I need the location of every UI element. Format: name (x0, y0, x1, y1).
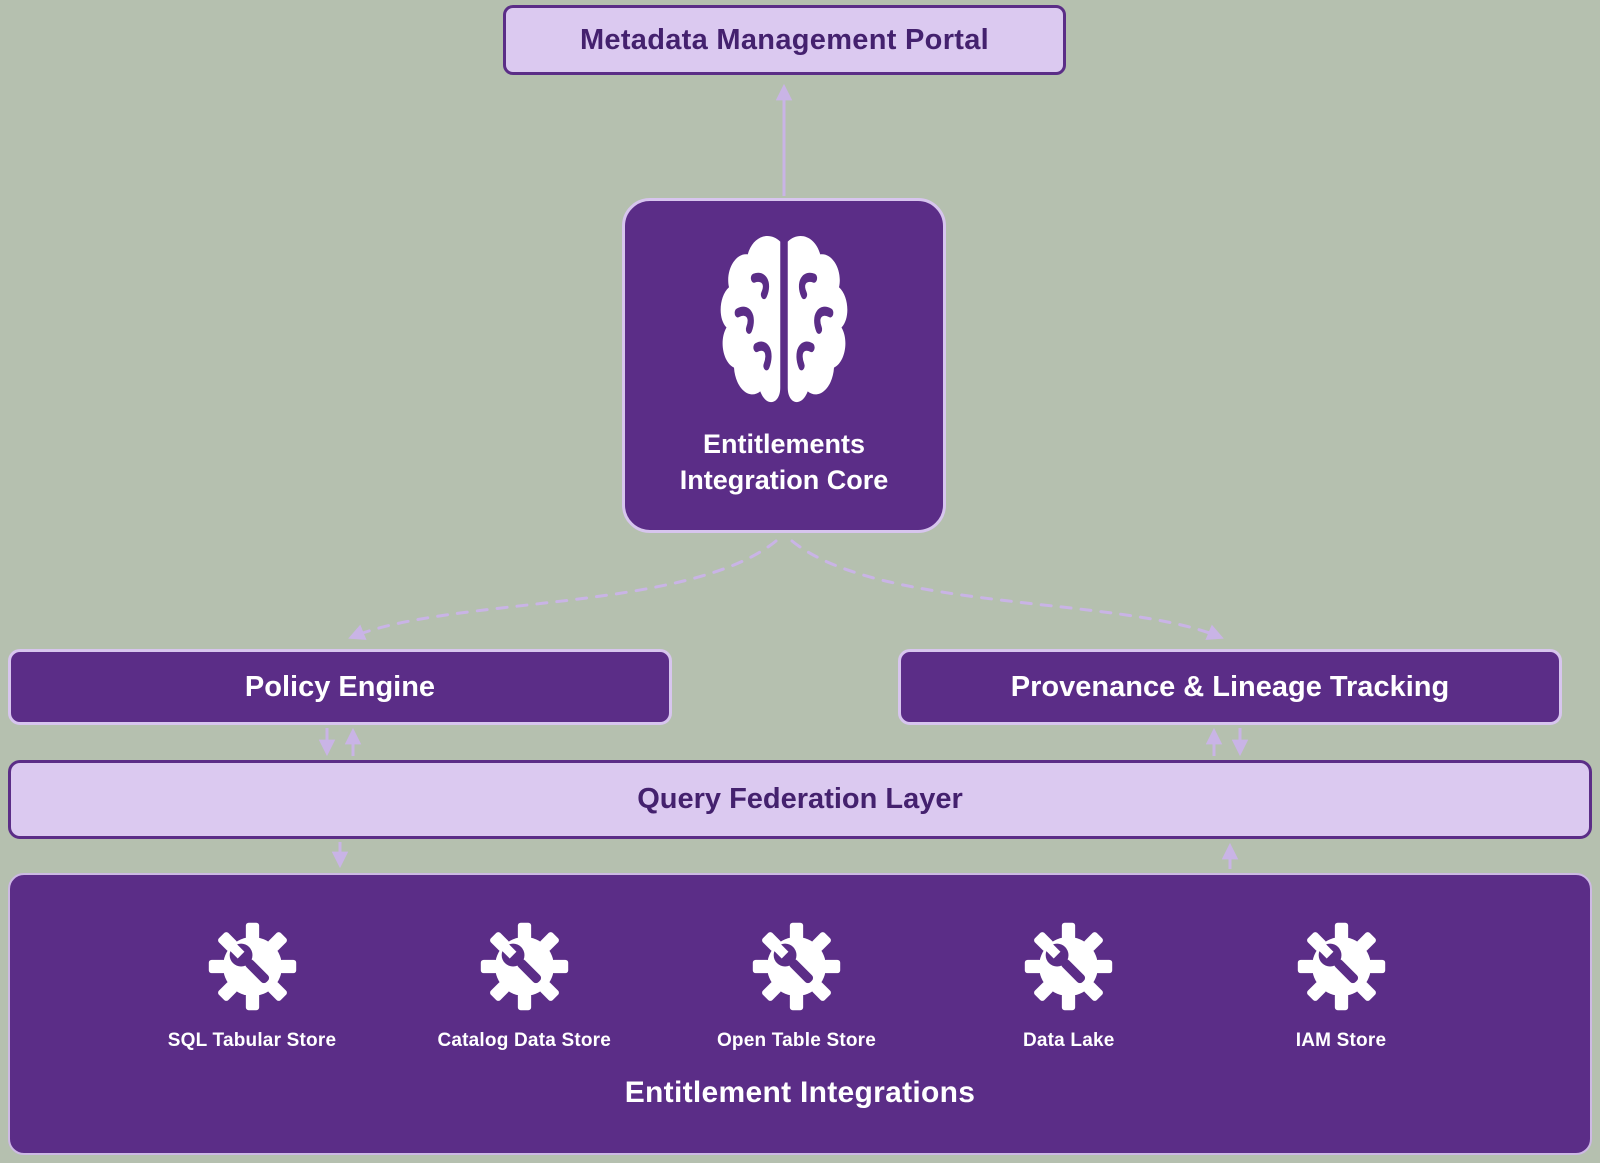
brain-icon (720, 235, 848, 403)
core-label: Entitlements Integration Core (680, 427, 889, 498)
provenance-label: Provenance & Lineage Tracking (1010, 670, 1450, 703)
entitlement-integrations-node: SQL Tabular Store (8, 873, 1592, 1155)
core-label-line1: Entitlements (702, 429, 865, 459)
gear-wrench-icon (752, 922, 841, 1011)
integration-items-row: SQL Tabular Store (10, 919, 1590, 1052)
integration-item-label: Catalog Data Store (437, 1030, 612, 1051)
gear-wrench-icon (208, 922, 296, 1011)
query-federation-layer-node: Query Federation Layer (8, 760, 1592, 839)
policy-engine-label: Policy Engine (244, 670, 436, 703)
gear-wrench-icon (1025, 922, 1113, 1011)
integration-item-open-table-store: Open Table Store (697, 919, 897, 1052)
arrow-core-to-provenance-dashed (790, 539, 1224, 640)
integration-item-label: Data Lake (1022, 1030, 1115, 1051)
metadata-management-portal-node: Metadata Management Portal (503, 5, 1066, 75)
integration-item-label: IAM Store (1295, 1030, 1387, 1051)
integration-item-data-lake: Data Lake (969, 919, 1169, 1052)
policy-engine-node: Policy Engine (8, 649, 672, 725)
integration-item-catalog-data-store: Catalog Data Store (424, 919, 624, 1052)
integration-item-label: SQL Tabular Store (167, 1030, 337, 1051)
gear-wrench-icon (480, 922, 568, 1011)
core-label-line2: Integration Core (679, 464, 889, 495)
query-federation-label: Query Federation Layer (637, 783, 963, 815)
entitlement-integrations-title: Entitlement Integrations (624, 1076, 976, 1109)
entitlements-integration-core-node: Entitlements Integration Core (622, 198, 946, 533)
portal-label: Metadata Management Portal (579, 23, 990, 56)
arrow-core-to-policy-dashed (348, 539, 778, 640)
integration-item-iam-store: IAM Store (1241, 919, 1441, 1052)
integration-item-label: Open Table Store (716, 1030, 877, 1051)
integration-item-sql-tabular-store: SQL Tabular Store (152, 919, 352, 1052)
provenance-lineage-node: Provenance & Lineage Tracking (898, 649, 1562, 725)
gear-wrench-icon (1297, 922, 1385, 1011)
